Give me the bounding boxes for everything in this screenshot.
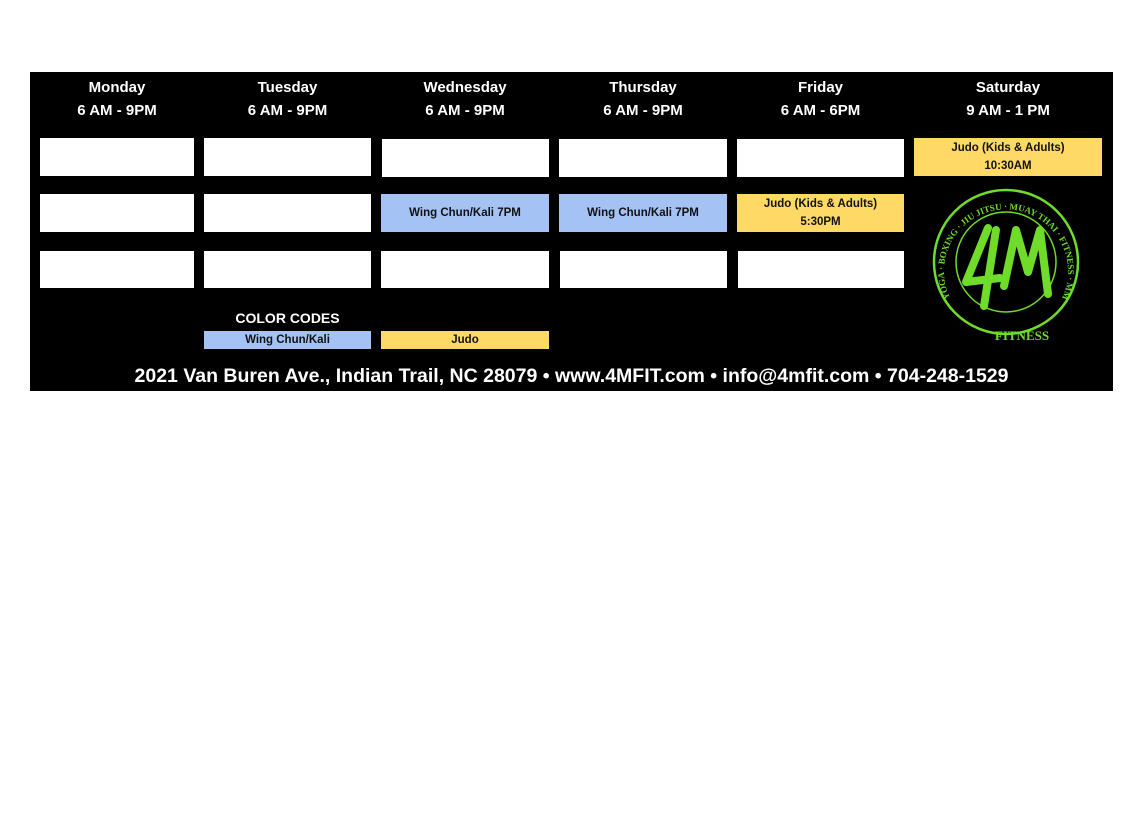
day-header-tuesday: Tuesday 6 AM - 9PM — [204, 76, 371, 122]
class-time: 10:30AM — [984, 160, 1032, 172]
day-hours: 6 AM - 9PM — [77, 102, 157, 119]
class-title: Judo (Kids & Adults) — [951, 142, 1065, 154]
day-hours: 6 AM - 9PM — [603, 102, 683, 119]
slot-empty — [559, 139, 727, 177]
day-hours: 9 AM - 1 PM — [966, 102, 1050, 119]
legend-wing-chun: Wing Chun/Kali — [204, 331, 371, 349]
legend-title: COLOR CODES — [235, 310, 340, 326]
slot-empty — [737, 139, 904, 177]
logo-outer-ring — [932, 188, 1080, 336]
day-header-wednesday: Wednesday 6 AM - 9PM — [381, 76, 549, 122]
class-time: 5:30PM — [800, 216, 841, 228]
slot-empty — [382, 139, 549, 177]
schedule-panel: Monday 6 AM - 9PM Tuesday 6 AM - 9PM Wedne… — [30, 72, 1113, 391]
day-name: Monday — [88, 79, 146, 96]
class-title: Judo (Kids & Adults) — [763, 198, 878, 210]
logo-sub: FITNESS — [995, 328, 1049, 343]
class-wing-chun-wednesday: Wing Chun/Kali 7PM — [381, 194, 549, 232]
day-name: Friday — [797, 79, 843, 96]
class-judo-friday: Judo (Kids & Adults) 5:30PM — [737, 194, 904, 232]
day-name: Thursday — [609, 79, 677, 96]
slot-empty — [40, 194, 194, 232]
logo-4m-mark — [962, 224, 1052, 310]
legend-judo: Judo — [381, 331, 549, 349]
4m-fitness-logo: YOGA · BOXING · JIU JITSU · MUAY THAI · … — [916, 186, 1080, 343]
day-name: Tuesday — [257, 79, 318, 96]
slot-empty — [204, 194, 371, 232]
day-header-saturday: Saturday 9 AM - 1 PM — [914, 76, 1102, 122]
day-header-friday: Friday 6 AM - 6PM — [737, 76, 904, 122]
class-title: Wing Chun/Kali 7PM — [409, 207, 521, 219]
class-wing-chun-thursday: Wing Chun/Kali 7PM — [559, 194, 727, 232]
day-hours: 6 AM - 9PM — [247, 102, 328, 119]
slot-empty — [40, 138, 194, 176]
slot-empty — [204, 138, 371, 176]
day-name: Wednesday — [423, 79, 507, 96]
day-name: Saturday — [975, 79, 1041, 96]
slot-empty — [204, 251, 371, 288]
day-hours: 6 AM - 6PM — [780, 102, 861, 119]
slot-empty — [560, 251, 727, 288]
day-hours: 6 AM - 9PM — [425, 102, 505, 119]
day-header-thursday: Thursday 6 AM - 9PM — [559, 76, 727, 122]
class-title: Wing Chun/Kali 7PM — [587, 207, 699, 219]
day-header-monday: Monday 6 AM - 9PM — [40, 76, 194, 122]
contact-footer: 2021 Van Buren Ave., Indian Trail, NC 28… — [134, 365, 1009, 387]
slot-empty — [738, 251, 904, 288]
logo-inner-ring — [955, 211, 1057, 313]
slot-empty — [381, 251, 549, 288]
class-judo-saturday: Judo (Kids & Adults) 10:30AM — [914, 138, 1102, 176]
slot-empty — [40, 251, 194, 288]
